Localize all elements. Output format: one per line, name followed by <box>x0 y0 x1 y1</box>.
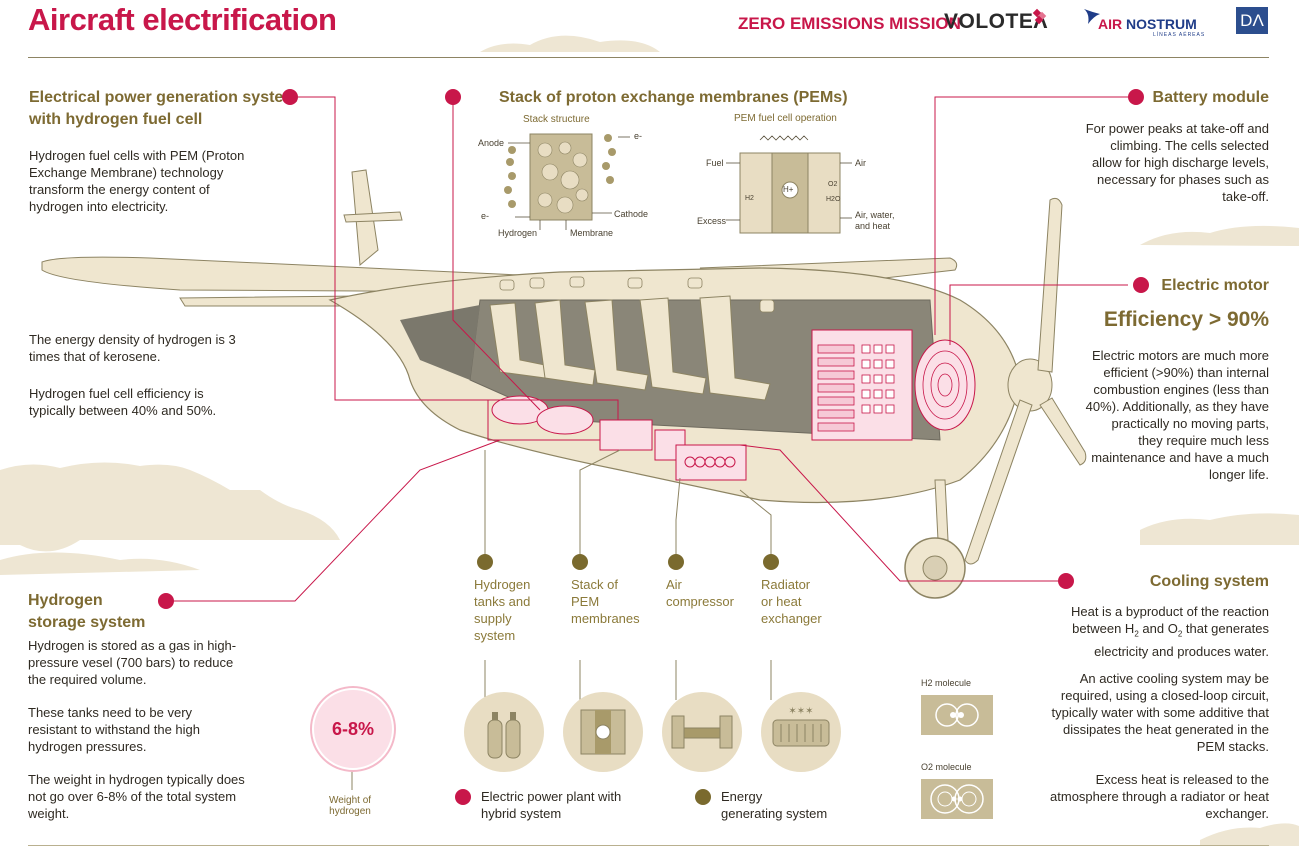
component-marker-radiator <box>763 554 779 570</box>
storage-text-2: These tanks need to be very resistant to… <box>28 705 200 754</box>
legend-olive-dot <box>695 789 711 805</box>
component-marker-compressor <box>668 554 684 570</box>
da-logo: DΛ <box>1236 7 1268 34</box>
battery-text: For power peaks at take-off and climbing… <box>1085 121 1269 204</box>
h2-molecule-label: H2 molecule <box>921 678 972 688</box>
cooling-text-1: Heat is a byproduct of the reaction betw… <box>1070 604 1269 659</box>
motor-marker <box>1133 277 1149 293</box>
anode-label: Anode <box>478 138 505 148</box>
motor-efficiency: Efficiency > 90% <box>1103 308 1269 331</box>
electron-label-top: e- <box>634 131 643 141</box>
pem-operation-label: PEM fuel cell operation <box>734 113 837 124</box>
storage-text-1: Hydrogen is stored as a gas in high-pres… <box>28 638 237 687</box>
cooling-text-3: Excess heat is released to the atmospher… <box>1050 772 1269 821</box>
pem-title: Stack of proton exchange membranes (PEMs… <box>499 89 848 106</box>
h2-molecule-icon <box>921 695 993 735</box>
o2-label: O2 <box>828 181 838 188</box>
page-title: Aircraft electrification <box>28 2 337 37</box>
motor-text: Electric motors are much more efficient … <box>1085 348 1269 482</box>
h-plus-label: H+ <box>783 185 794 194</box>
component-marker-pem <box>572 554 588 570</box>
hydrogen-label: Hydrogen <box>498 228 538 238</box>
battery-marker <box>1128 89 1144 105</box>
cooling-title: Cooling system <box>1149 573 1269 590</box>
power-gen-text: Hydrogen fuel cells with PEM (Proton Exc… <box>29 148 245 214</box>
fuel-label: Fuel <box>706 158 724 168</box>
membrane-label: Membrane <box>570 228 614 238</box>
air-label: Air <box>855 158 866 168</box>
cooling-marker <box>1058 573 1074 589</box>
volotea-logo: VOLOTEΛ <box>944 10 1048 33</box>
svg-text:✶✶✶: ✶✶✶ <box>788 706 813 717</box>
mission-label: ZERO EMISSIONS MISSION <box>738 14 961 33</box>
hydrogen-tanks-icon <box>464 692 544 772</box>
storage-text-3: The weight in hydrogen typically does no… <box>28 772 245 821</box>
legend-red-dot <box>455 789 471 805</box>
fuel-cell-efficiency-fact: Hydrogen fuel cell efficiency is typical… <box>29 386 217 418</box>
electron-label-bottom: e- <box>481 211 490 221</box>
air-compressor-icon <box>662 692 742 772</box>
cooling-text-2: An active cooling system may be required… <box>1051 671 1269 754</box>
hydrogen-density-fact: The energy density of hydrogen is 3 time… <box>29 332 236 364</box>
header-divider <box>28 57 1269 58</box>
pem-stack-icon <box>563 692 643 772</box>
o2-molecule-icon <box>921 779 993 819</box>
o2-molecule-label: O2 molecule <box>921 762 972 772</box>
footer-divider <box>28 845 1269 846</box>
h2o-label: H2O <box>826 196 841 203</box>
excess-label: Excess <box>697 216 727 226</box>
stack-structure-label: Stack structure <box>523 114 590 125</box>
and-heat-label: and heat <box>855 221 891 231</box>
radiator-icon: ✶✶✶ <box>761 692 841 772</box>
battery-title: Battery module <box>1152 89 1269 106</box>
weight-badge: 6-8% <box>312 688 394 770</box>
power-gen-marker <box>282 89 298 105</box>
air-nostrum-subtitle: LÍNEAS AÉREAS <box>1153 32 1206 38</box>
air-nostrum-logo: AIR NOSTRUM <box>1098 16 1197 32</box>
air-water-label: Air, water, <box>855 210 895 220</box>
storage-marker <box>158 593 174 609</box>
cathode-label: Cathode <box>614 209 649 219</box>
h2-label: H2 <box>745 195 754 202</box>
motor-title: Electric motor <box>1161 277 1269 294</box>
pem-marker <box>445 89 461 105</box>
component-marker-tanks <box>477 554 493 570</box>
weight-badge-value: 6-8% <box>331 719 375 739</box>
